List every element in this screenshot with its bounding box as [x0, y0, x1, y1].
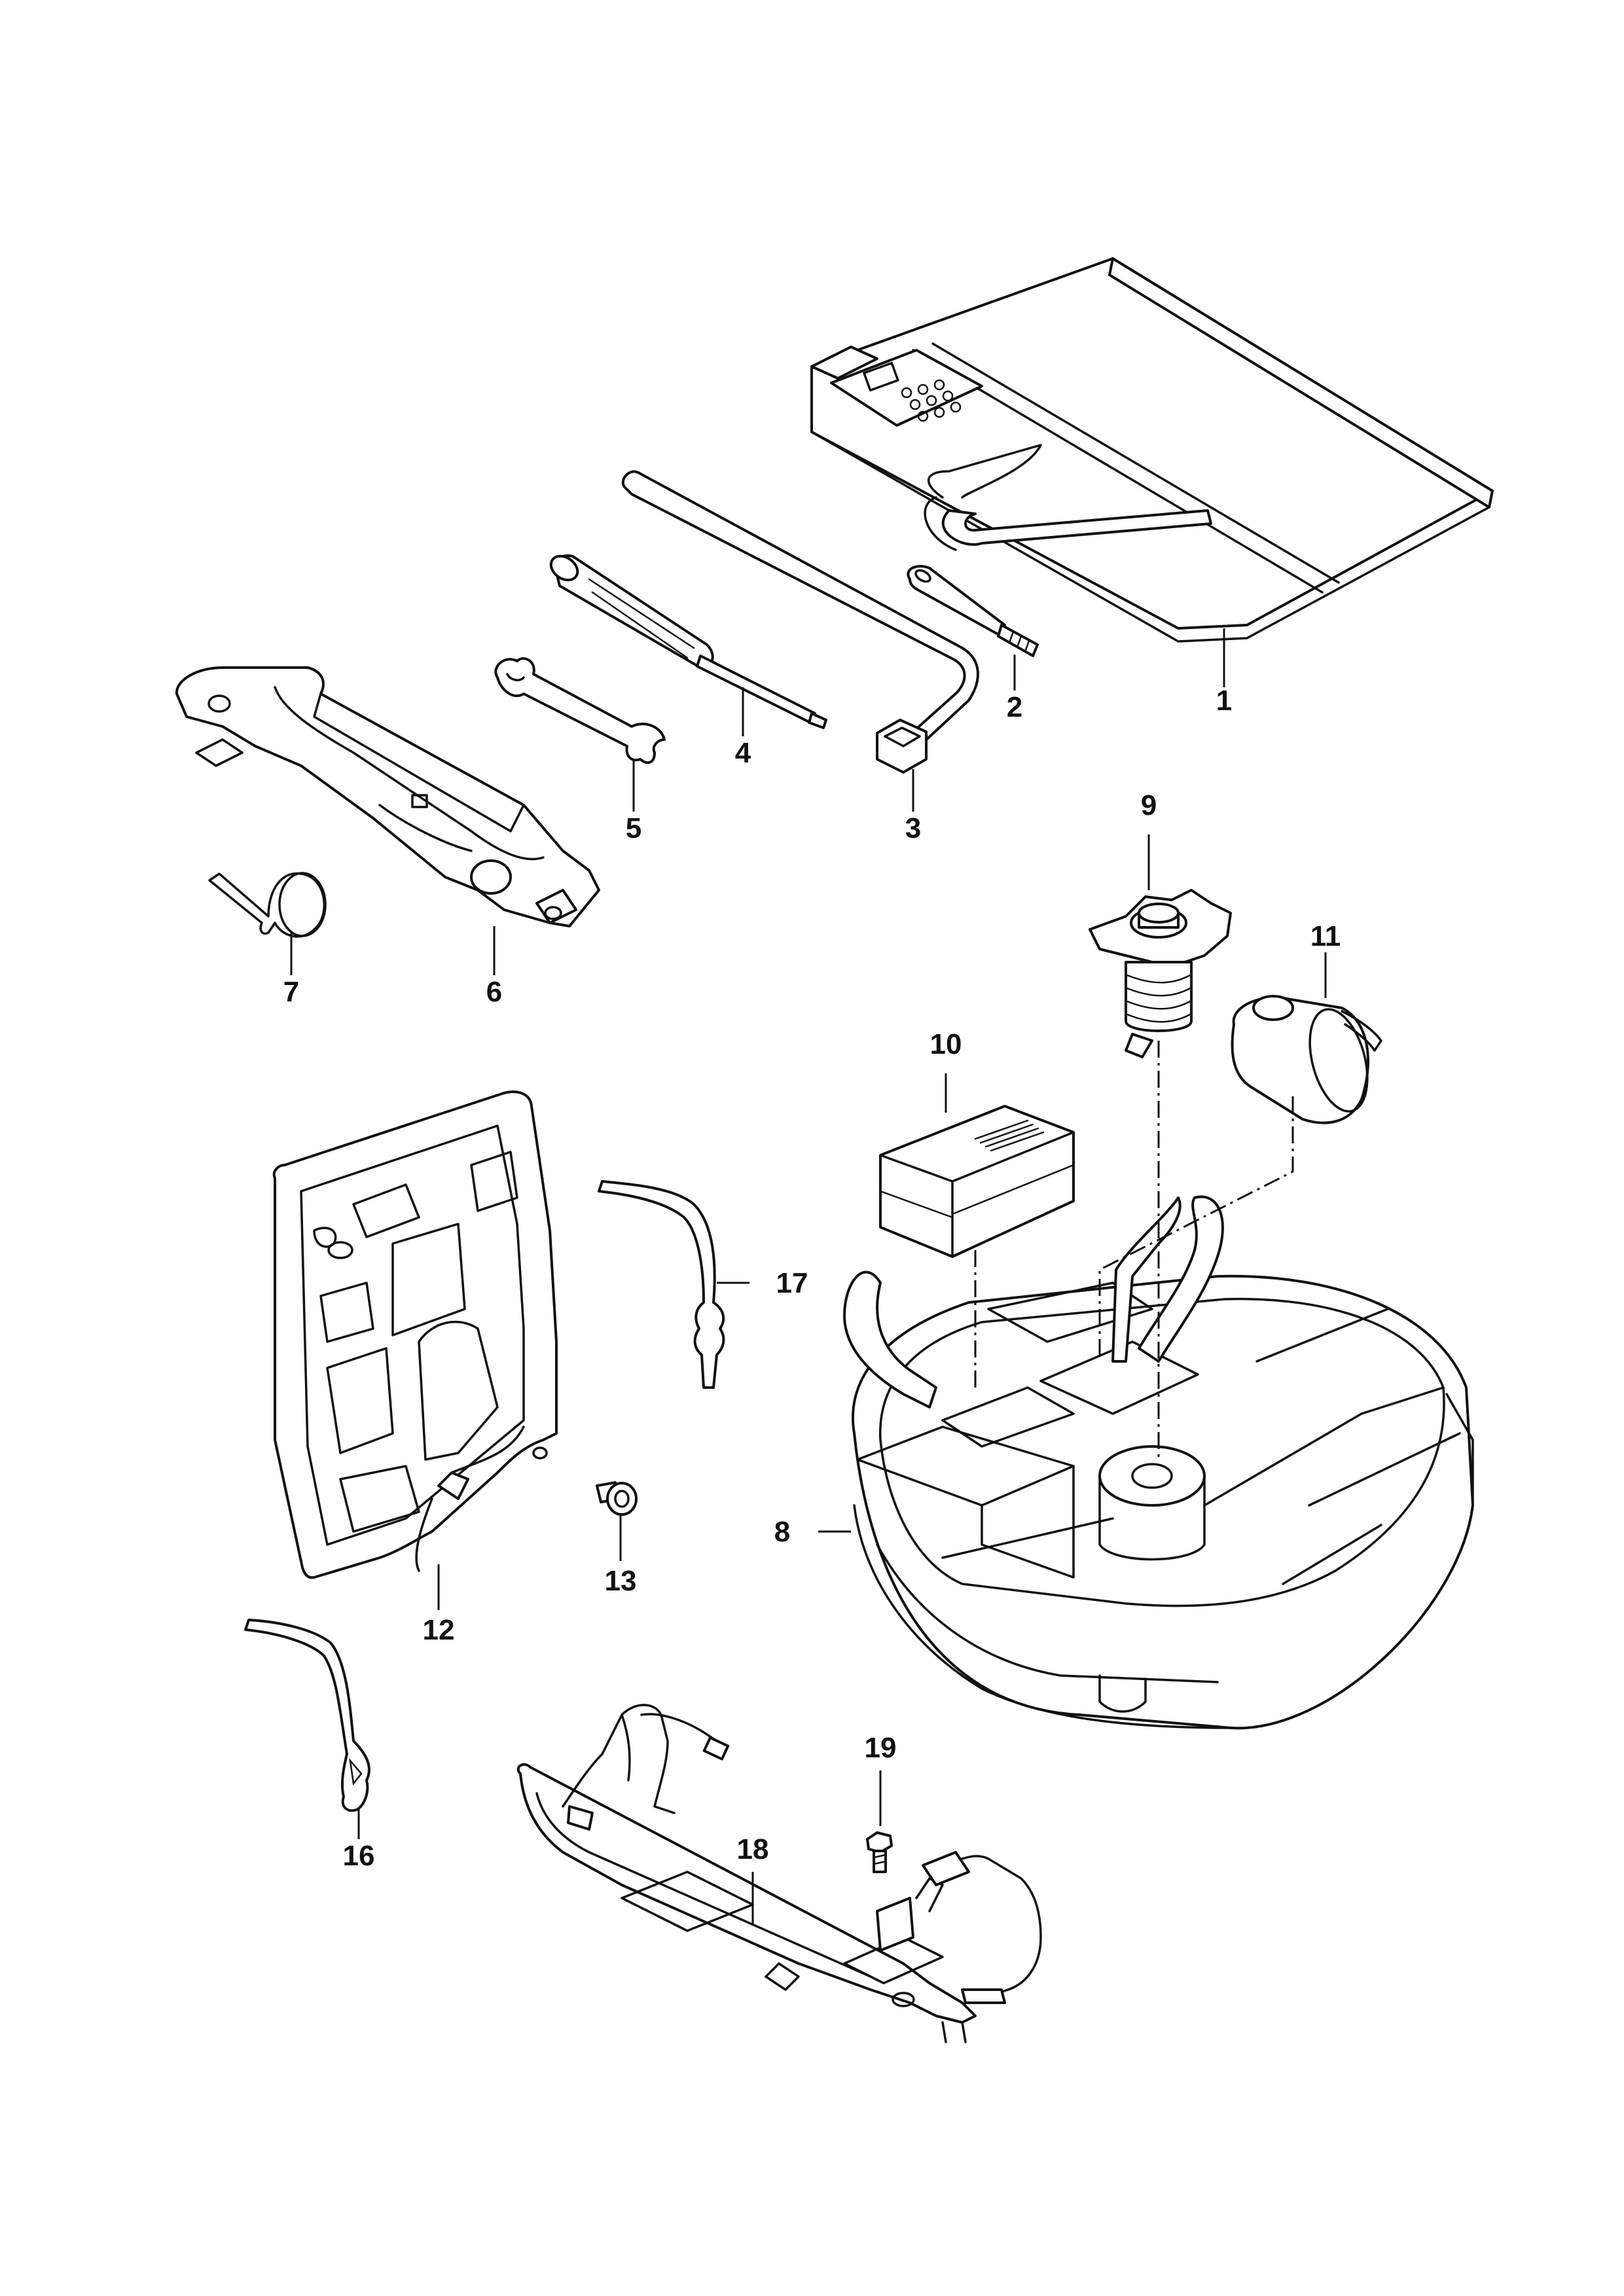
- callout-19: 19: [865, 1732, 897, 1764]
- part-2-towing-eye: [907, 565, 1039, 657]
- part-9-securing-bolt: [1089, 889, 1232, 1058]
- callout-3: 3: [905, 812, 921, 844]
- part-19-bolt: [866, 1831, 893, 1873]
- callout-4: 4: [735, 737, 751, 769]
- callout-17: 17: [776, 1267, 808, 1299]
- part-4-screwdriver: [549, 554, 827, 729]
- part-16-strap: [244, 1619, 370, 1812]
- callout-8: 8: [774, 1516, 790, 1548]
- callout-10: 10: [930, 1028, 962, 1060]
- part-13-clip-fastener: [596, 1481, 638, 1516]
- part-11-compressor: [1231, 995, 1382, 1124]
- part-17-strap: [598, 1180, 725, 1389]
- part-3-wheel-brace: [621, 470, 979, 774]
- callout-13: 13: [605, 1565, 637, 1597]
- part-1-floor-cover: [810, 257, 1494, 643]
- part-18-bracket: [516, 1704, 1042, 2043]
- alignment-lines: [974, 1041, 1294, 1460]
- callout-2: 2: [1007, 691, 1022, 723]
- part-7-clip: [208, 872, 327, 938]
- leader-lines: [290, 628, 1327, 1924]
- part-6-jack: [175, 666, 600, 927]
- callout-18: 18: [737, 1833, 769, 1865]
- part-12-tool-insert: [272, 1090, 558, 1579]
- part-5-spanner: [494, 657, 666, 764]
- callout-11: 11: [1310, 920, 1341, 952]
- callout-16: 16: [343, 1840, 375, 1872]
- callout-1: 1: [1216, 685, 1232, 717]
- callout-9: 9: [1141, 789, 1157, 821]
- callout-7: 7: [283, 976, 299, 1008]
- callout-5: 5: [626, 812, 641, 844]
- part-8-tray: [843, 1195, 1474, 1730]
- callout-6: 6: [486, 976, 502, 1008]
- callout-12: 12: [423, 1614, 455, 1646]
- callout-labels: 1 2 3 4 5 6 7 8 9 10 11 12 13 16 17 18 1…: [283, 685, 1341, 1872]
- part-10-box: [879, 1105, 1075, 1258]
